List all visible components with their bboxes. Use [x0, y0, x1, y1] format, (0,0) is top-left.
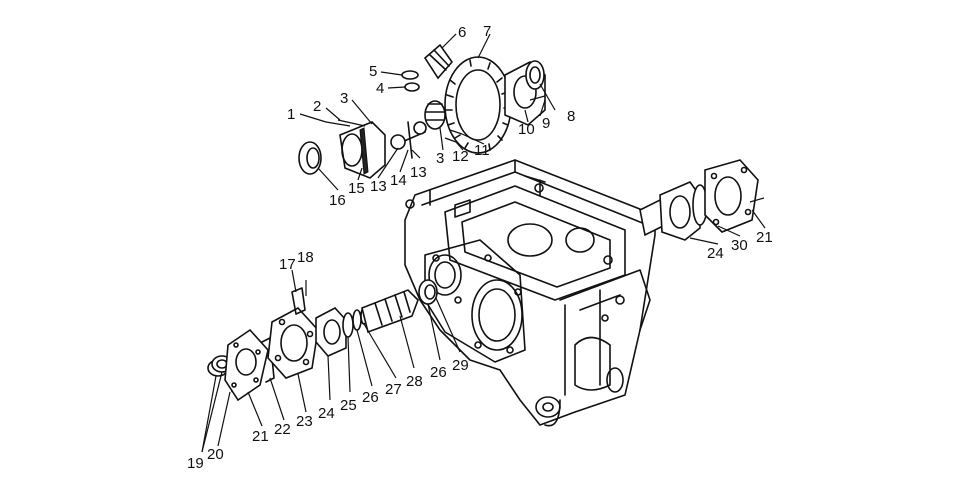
callout-19: 19 [187, 455, 204, 472]
callout-2: 2 [313, 98, 321, 115]
callout-24: 24 [318, 405, 335, 422]
differential-assembly [298, 43, 546, 179]
gearbox-housing [404, 159, 656, 427]
callout-27: 27 [385, 381, 402, 398]
callout-20: 20 [207, 446, 224, 463]
callout-11: 11 [474, 142, 490, 159]
callout-28: 28 [406, 373, 423, 390]
callout-18: 18 [297, 249, 314, 266]
callout-26: 26 [362, 389, 379, 406]
callout-labels: 1 2 3 4 5 6 7 8 9 10 11 12 3 13 13 14 15… [187, 23, 773, 472]
callout-12: 12 [452, 148, 469, 165]
callout-4: 4 [376, 80, 384, 97]
callout-8: 8 [567, 108, 575, 125]
callout-26: 26 [430, 364, 447, 381]
callout-21: 21 [756, 229, 773, 246]
callout-6: 6 [458, 24, 466, 41]
callout-13: 13 [410, 164, 427, 181]
callout-23: 23 [296, 413, 313, 430]
callout-1: 1 [287, 106, 295, 123]
callout-30: 30 [731, 237, 748, 254]
callout-17: 17 [279, 256, 296, 273]
callout-14: 14 [390, 172, 407, 189]
callout-5: 5 [369, 63, 377, 80]
callout-3: 3 [340, 90, 348, 107]
callout-3: 3 [436, 150, 444, 167]
callout-13: 13 [370, 178, 387, 195]
callout-9: 9 [542, 115, 550, 132]
callout-15: 15 [348, 180, 365, 197]
left-shaft-assembly [207, 279, 438, 402]
callout-16: 16 [329, 192, 346, 209]
callout-22: 22 [274, 421, 291, 438]
callout-7: 7 [483, 23, 491, 40]
right-shaft-assembly [639, 159, 765, 241]
callout-21: 21 [252, 428, 269, 445]
leader-lines [201, 33, 766, 453]
callout-25: 25 [340, 397, 357, 414]
callout-29: 29 [452, 357, 469, 374]
callout-24: 24 [707, 245, 724, 262]
callout-10: 10 [518, 121, 535, 138]
